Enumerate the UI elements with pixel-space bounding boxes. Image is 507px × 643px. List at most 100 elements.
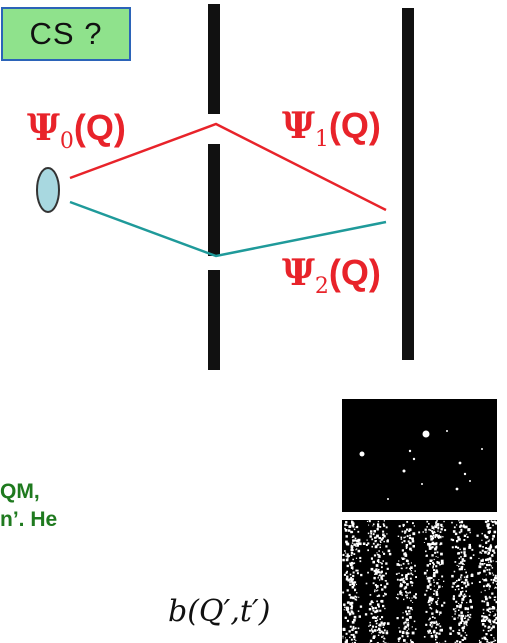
fringe-speck	[356, 572, 359, 575]
fringe-speck	[349, 573, 352, 576]
fringe-speck	[463, 621, 465, 623]
fringe-speck	[433, 569, 435, 572]
fringe-speck	[371, 607, 375, 610]
fringe-speck	[429, 543, 432, 546]
fringe-speck	[385, 562, 388, 565]
fringe-speck	[353, 553, 356, 555]
fringe-speck	[493, 619, 496, 621]
fringe-speck	[398, 525, 401, 528]
fringe-speck	[433, 585, 435, 587]
fringe-speck	[451, 574, 454, 578]
fringe-speck	[401, 541, 403, 544]
lower-path	[69, 200, 387, 258]
fringe-speck	[434, 542, 438, 545]
fringe-speck	[457, 536, 460, 539]
fringe-speck	[382, 635, 384, 637]
fringe-speck	[342, 553, 345, 556]
fringe-speck	[462, 594, 464, 596]
fringe-speck	[464, 568, 466, 571]
fringe-speck	[401, 616, 404, 619]
fringe-speck	[485, 597, 488, 601]
fringe-speck	[378, 572, 380, 574]
fringe-speck	[380, 630, 383, 633]
fringe-speck	[377, 554, 380, 556]
fringe-speck	[485, 551, 487, 553]
fringe-speck	[467, 528, 470, 532]
fringe-speck	[404, 536, 406, 538]
fringe-speck	[375, 564, 379, 567]
fringe-speck	[342, 637, 344, 639]
detector-image-sparse	[342, 399, 497, 516]
fringe-speck	[435, 609, 437, 611]
fringe-speck	[357, 549, 361, 553]
fringe-speck	[406, 623, 410, 626]
fringe-speck	[351, 561, 354, 565]
fringe-speck	[422, 531, 424, 533]
fringe-speck	[485, 579, 488, 582]
fringe-speck	[376, 615, 379, 618]
fringe-speck	[378, 550, 380, 552]
fringe-speck	[466, 615, 468, 617]
fringe-speck	[401, 549, 404, 552]
fringe-speck	[375, 625, 378, 628]
fringe-speck	[433, 581, 435, 583]
fringe-speck	[485, 574, 487, 576]
fringe-speck	[483, 579, 486, 582]
fringe-speck	[381, 574, 384, 577]
fringe-speck	[459, 641, 462, 643]
fringe-speck	[433, 542, 437, 546]
fringe-speck	[368, 520, 371, 523]
fringe-speck	[439, 625, 442, 628]
fringe-speck	[463, 564, 465, 566]
detector-image-interference	[342, 520, 497, 643]
fringe-speck	[406, 594, 408, 596]
fringe-speck	[352, 525, 355, 528]
fringe-speck	[458, 562, 460, 565]
fringe-speck	[403, 540, 406, 543]
fringe-speck	[355, 526, 357, 528]
fringe-speck	[346, 555, 349, 558]
fringe-speck	[480, 552, 483, 554]
fringe-speck	[374, 584, 377, 587]
fringe-speck	[377, 577, 379, 579]
fringe-speck	[357, 627, 360, 630]
fringe-speck	[437, 599, 439, 601]
fringe-speck	[377, 603, 380, 606]
fringe-speck	[349, 578, 352, 581]
fringe-speck	[432, 624, 434, 626]
fringe-speck	[399, 579, 402, 582]
fringe-speck	[350, 566, 354, 569]
fringe-speck	[378, 631, 380, 634]
fringe-speck	[438, 537, 440, 539]
fringe-speck	[435, 593, 439, 596]
fringe-speck	[483, 636, 486, 640]
fringe-speck	[351, 620, 355, 624]
fringe-speck	[357, 530, 360, 533]
fringe-speck	[404, 532, 406, 534]
fringe-speck	[486, 617, 489, 620]
fringe-speck	[371, 633, 373, 635]
fringe-speck	[379, 618, 381, 620]
fringe-speck	[482, 612, 485, 614]
fringe-speck	[410, 639, 412, 641]
fringe-speck	[426, 564, 429, 567]
fringe-speck	[373, 629, 377, 632]
fringe-speck	[461, 558, 465, 561]
fringe-speck	[348, 612, 352, 616]
fringe-speck	[411, 631, 415, 635]
fringe-speck	[461, 560, 464, 563]
fringe-speck	[469, 613, 472, 616]
fringe-speck	[494, 596, 497, 598]
fringe-speck	[428, 596, 432, 600]
fringe-speck	[454, 532, 458, 536]
fringe-speck	[405, 631, 409, 635]
fringe-speck	[348, 593, 351, 596]
fringe-speck	[481, 619, 484, 623]
fringe-speck	[347, 611, 350, 614]
fringe-speck	[354, 628, 356, 630]
fringe-speck	[462, 563, 464, 565]
fringe-speck	[458, 622, 461, 625]
fringe-speck	[345, 552, 347, 554]
fringe-speck	[372, 542, 375, 545]
fringe-speck	[409, 568, 411, 570]
